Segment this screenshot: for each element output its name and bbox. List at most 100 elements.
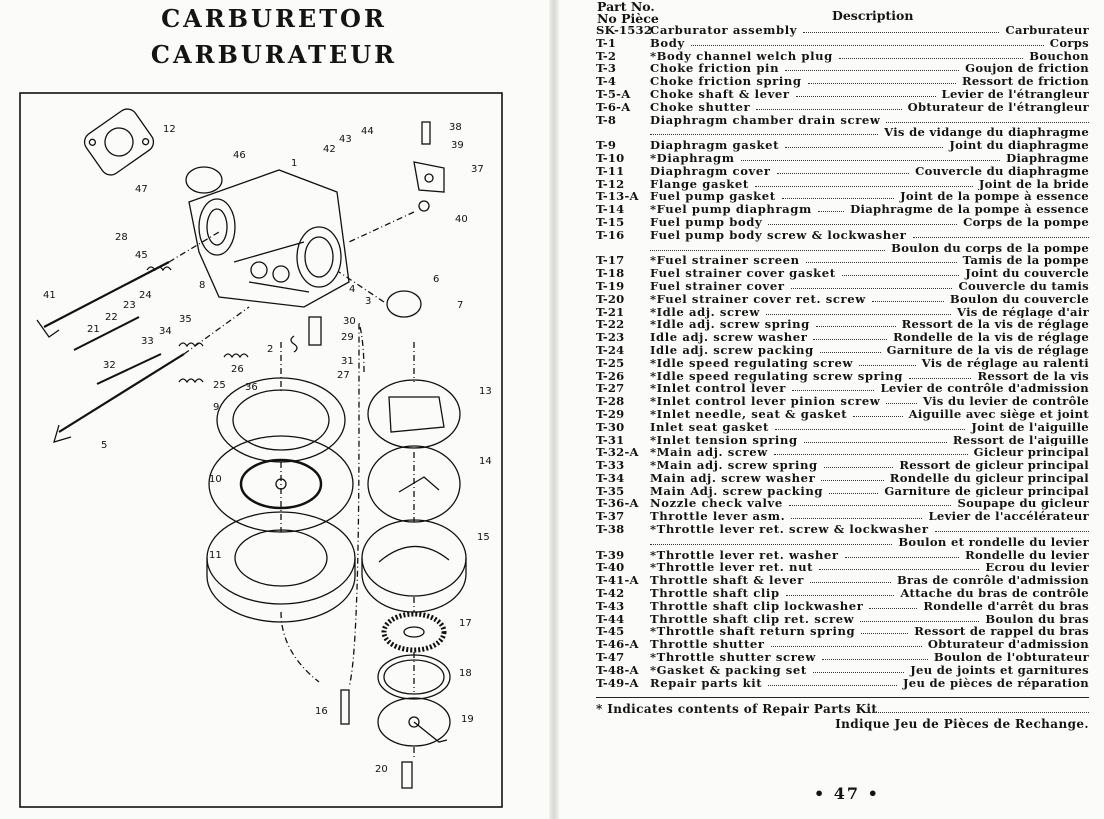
footnote-leader [866, 712, 1089, 713]
part-description-french: Goujon de friction [963, 61, 1089, 76]
header-part-no-french: No Pièce [597, 11, 659, 26]
footnote-french: Indique Jeu de Pièces de Rechange. [835, 717, 1089, 731]
part-description-french: Levier de l'accélérateur [926, 509, 1089, 524]
part-description-english: *Idle adj. screw spring [650, 317, 810, 332]
part-description-english: Carburator assembly [650, 23, 798, 37]
callout-number: 23 [123, 300, 136, 311]
part-number: T-17 [596, 253, 625, 268]
dot-leader [872, 300, 944, 302]
callout-number: 46 [233, 150, 246, 161]
part-description-english: *Throttle shutter screw [650, 650, 816, 665]
part-description-english: *Diaphragm [650, 150, 735, 165]
part-number: T-15 [596, 214, 625, 229]
part-description-french: Boulon du bras [983, 611, 1089, 626]
callout-number: 40 [455, 214, 468, 225]
part-number: T-25 [596, 355, 625, 370]
part-description-english: Throttle shaft clip lockwasher [650, 598, 864, 613]
part-description-english: *Throttle lever ret. screw & lockwasher [650, 522, 929, 537]
part-number: T-2 [596, 48, 617, 63]
part-description-english: *Gasket & packing set [650, 662, 807, 677]
part-description-english: *Inlet tension spring [650, 432, 798, 447]
callout-number: 29 [341, 332, 354, 343]
part-description-french: Ressort de gicleur principal [897, 458, 1089, 473]
dot-leader [842, 275, 959, 277]
part-number: T-20 [596, 291, 625, 306]
callout-number: 22 [105, 312, 118, 323]
dot-leader [771, 646, 922, 648]
part-number: T-31 [596, 432, 625, 447]
part-description-english: *Fuel strainer cover ret. screw [650, 291, 866, 306]
part-description-english: Idle adj. screw packing [650, 342, 814, 357]
callout-number: 25 [213, 380, 226, 391]
part-description-french: Joint de la bride [976, 176, 1089, 191]
part-description-english: *Idle speed regulating screw spring [650, 368, 903, 383]
throttle-shaft-drawing [58, 353, 185, 433]
part-description-french: Boulon de l'obturateur [931, 650, 1089, 665]
callout-number: 47 [135, 184, 148, 195]
dot-leader [691, 44, 1044, 46]
part-description-french: Ecrou du levier [983, 560, 1089, 575]
part-description-french: Vis du levier de contrôle [921, 394, 1089, 409]
dot-leader [768, 223, 957, 225]
part-number: T-29 [596, 406, 625, 421]
callout-number: 12 [163, 124, 176, 135]
header-part-no-english: Part No. [597, 0, 655, 14]
part-number: T-44 [596, 611, 625, 626]
part-number: T-18 [596, 266, 625, 281]
callout-number: 7 [457, 300, 463, 311]
part-description-english: *Fuel pump diaphragm [650, 202, 812, 217]
part-description-french: Bras de conrôle d'admission [894, 573, 1089, 588]
part-number: T-47 [596, 650, 625, 665]
callout-number: 31 [341, 356, 354, 367]
part-number: T-33 [596, 458, 625, 473]
part-description-french: Rondelle d'arrêt du bras [921, 598, 1089, 613]
part-description-french: Rondelle du levier [963, 547, 1089, 562]
part-description-french: Joint du diaphragme [947, 138, 1089, 153]
part-description-english: Throttle shaft & lever [650, 573, 804, 588]
part-description-english: Throttle shutter [650, 637, 765, 652]
parts-row: T-20 *Fuel strainer cover ret. screw Boulo… [596, 291, 1089, 306]
dot-leader [859, 364, 916, 366]
dot-leader [806, 262, 957, 264]
dot-leader [804, 441, 947, 443]
part-description-english: *Throttle lever ret. washer [650, 547, 839, 562]
part-number: T-11 [596, 163, 625, 178]
part-description-english: Main adj. screw washer [650, 470, 816, 485]
part-number: T-22 [596, 317, 625, 332]
part-number: T-19 [596, 278, 625, 293]
callout-number: 4 [349, 284, 355, 295]
callout-number: 1 [291, 158, 297, 169]
callout-number: 42 [323, 144, 336, 155]
dot-leader [813, 671, 904, 673]
dot-leader [782, 198, 894, 200]
part-description-french: Boulon du couvercle [947, 291, 1089, 306]
dot-leader [650, 249, 885, 251]
dot-leader [886, 121, 1089, 123]
part-description-english: Nozzle check valve [650, 496, 783, 511]
part-description-french: Obturateur de l'étrangleur [905, 99, 1089, 114]
part-number: T-38 [596, 522, 625, 537]
part-number: SK-1532 [596, 23, 653, 37]
part-description-french: Garniture de gicleur principal [882, 483, 1089, 498]
part-description-french: Obturateur d'admission [925, 637, 1089, 652]
title-french: CARBURATEUR [150, 40, 398, 69]
